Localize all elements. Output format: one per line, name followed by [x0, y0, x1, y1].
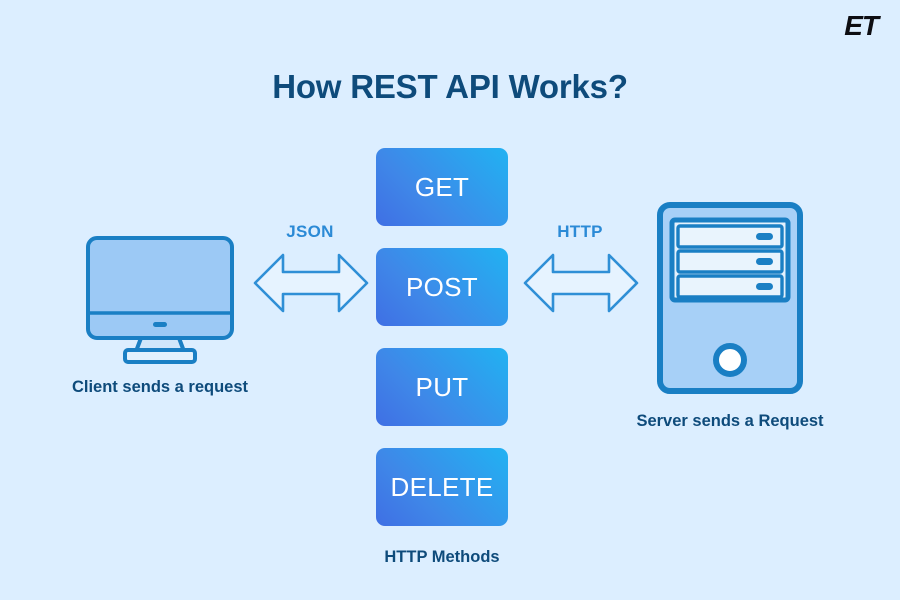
http-methods-list: GET POST PUT DELETE	[376, 148, 508, 526]
method-button-put[interactable]: PUT	[376, 348, 508, 426]
http-methods-caption: HTTP Methods	[384, 548, 500, 566]
json-arrow-label: JSON	[286, 222, 334, 241]
method-button-post[interactable]: POST	[376, 248, 508, 326]
server-node	[655, 200, 805, 401]
client-node	[40, 230, 280, 365]
method-button-get[interactable]: GET	[376, 148, 508, 226]
http-arrow-label: HTTP	[557, 222, 603, 241]
brand-logo: ET	[844, 10, 879, 41]
desktop-monitor-icon	[86, 236, 234, 364]
http-arrow-group: HTTP	[520, 222, 640, 316]
method-button-delete[interactable]: DELETE	[376, 448, 508, 526]
json-arrow-group: JSON	[250, 222, 370, 316]
server-caption: Server sends a Request	[636, 412, 824, 430]
server-tower-icon	[657, 202, 803, 394]
double-headed-arrow-icon	[523, 253, 639, 313]
page-title: How REST API Works?	[272, 68, 628, 105]
double-headed-arrow-icon	[253, 253, 369, 313]
client-caption: Client sends a request	[71, 378, 249, 396]
